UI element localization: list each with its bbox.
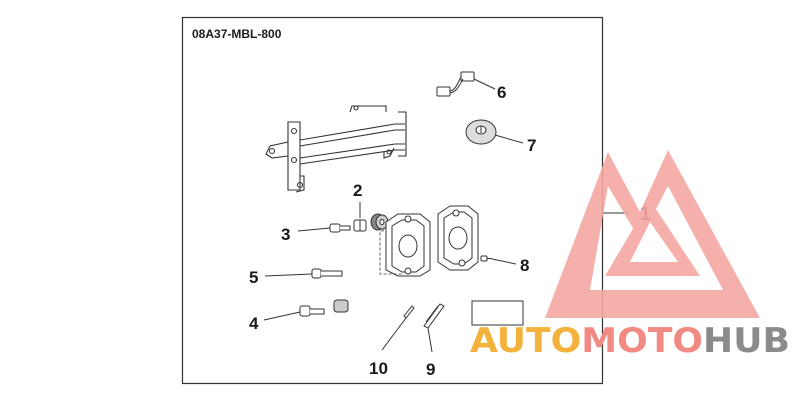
part-bracket <box>265 105 407 193</box>
part-number-label: 08A37-MBL-800 <box>192 27 282 41</box>
part-3-screw <box>329 223 351 233</box>
part-7-disc <box>465 119 497 145</box>
leader-8 <box>491 258 517 265</box>
part-9-clip <box>423 303 445 329</box>
part-2-collar <box>353 219 367 232</box>
callout-8: 8 <box>520 256 529 275</box>
part-grommet <box>370 213 389 231</box>
callout-6: 6 <box>497 83 506 102</box>
leader-6 <box>473 78 496 90</box>
leader-9 <box>427 327 433 353</box>
part-8-bolt <box>480 255 492 262</box>
watermark-text-moto: MOTO <box>581 321 703 361</box>
callout-3: 3 <box>281 225 290 244</box>
callout-10: 10 <box>369 359 388 378</box>
leader-4 <box>263 311 301 321</box>
part-5-bolt <box>311 268 343 279</box>
leader-5 <box>264 273 313 277</box>
part-label-sticker <box>471 300 524 326</box>
leader-7 <box>494 134 524 144</box>
watermark-logo <box>545 150 760 318</box>
watermark-text-hub: HUB <box>703 321 790 361</box>
leader-3 <box>297 227 331 232</box>
part-4-bolt-collar <box>299 299 349 317</box>
callout-9: 9 <box>426 360 435 379</box>
callout-7: 7 <box>527 136 536 155</box>
callout-2: 2 <box>353 181 362 200</box>
part-mount-plate-left <box>385 213 431 277</box>
dashed-guide <box>379 229 402 275</box>
part-6-connector <box>436 71 475 97</box>
callout-5: 5 <box>249 268 258 287</box>
callout-4: 4 <box>249 314 259 333</box>
part-10-pin <box>403 305 415 319</box>
watermark-text-auto: AUTO <box>470 321 581 361</box>
leader-10 <box>381 317 407 351</box>
part-mount-plate-right <box>437 205 479 271</box>
